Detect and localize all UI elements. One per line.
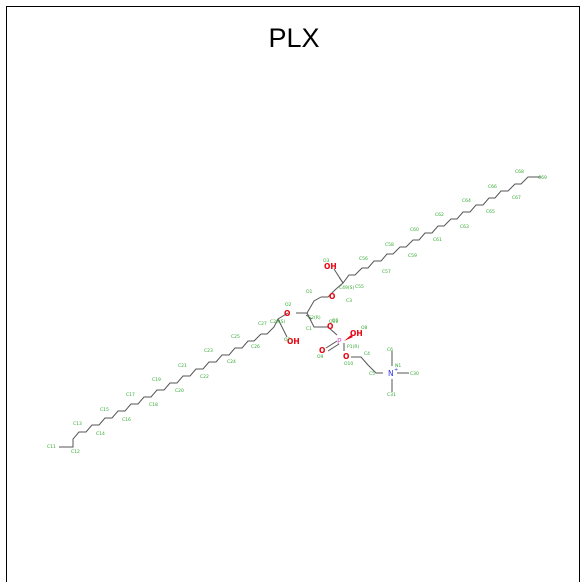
lower-ester-bonds <box>261 312 289 335</box>
atom-label: C66 <box>488 184 497 190</box>
atom-label: C55 <box>355 284 364 290</box>
lower-oh-label: OH <box>287 337 300 346</box>
p-bridge-o-label: O <box>343 352 349 361</box>
atom-label: C58 <box>385 242 394 248</box>
lower-ring-o-label: O <box>284 309 290 318</box>
p-oh-wedge <box>344 335 353 341</box>
lower-chain-bonds <box>59 333 262 448</box>
atom-label: C26 <box>251 344 260 350</box>
atom-label: C4 <box>364 351 370 357</box>
atom-label: C63 <box>460 224 469 230</box>
p-double-o-label: O <box>319 346 325 355</box>
atom-label: C68 <box>515 169 524 175</box>
atom-label: O1 <box>306 289 313 295</box>
atom-label: C65 <box>486 209 495 215</box>
atom-label: C25 <box>231 334 240 340</box>
p-double-bond-a <box>325 340 338 349</box>
atom-label: C64 <box>462 198 471 204</box>
atom-label: C56 <box>359 256 368 262</box>
phosphorus-label: P <box>337 337 342 346</box>
atom-label: O8 <box>361 325 368 331</box>
atom-label: N1 <box>395 363 401 369</box>
atom-label: O10 <box>344 361 353 367</box>
atom-label: O3 <box>323 258 330 264</box>
atom-label: C30 <box>410 371 419 377</box>
atom-label: C16 <box>122 417 131 423</box>
atom-label: C22 <box>200 374 209 380</box>
atom-label: O9 <box>317 354 324 360</box>
atom-label: C11 <box>47 444 56 450</box>
atom-label: C19 <box>152 377 161 383</box>
atom-label: O3 <box>332 318 339 324</box>
glycerol-o-label: O <box>327 322 333 331</box>
atom-label: C3 <box>346 298 352 304</box>
nitrogen-label: N <box>388 369 394 378</box>
atom-label: C59 <box>408 253 417 259</box>
p-double-bond-b <box>327 343 340 352</box>
atom-label: C13 <box>73 421 82 427</box>
hash-bonds <box>277 276 344 326</box>
p-oh-label: OH <box>350 329 363 338</box>
atom-label: C21 <box>178 363 187 369</box>
atom-label: C69 <box>538 175 547 181</box>
atom-label: P1(R) <box>347 344 359 350</box>
atom-label: C18 <box>149 402 158 408</box>
atom-label: C57 <box>382 269 391 275</box>
atom-label: C17 <box>126 392 135 398</box>
atom-label: O2 <box>285 302 292 308</box>
atom-label: C2(R) <box>308 315 321 321</box>
bonds <box>59 176 541 448</box>
atom-label: C61 <box>433 237 442 243</box>
upper-ring-o-label: O <box>329 292 335 301</box>
glycerol-labels: O1 C2(R) C1 O3 O2 <box>285 289 339 332</box>
structure-frame: PLX <box>6 6 580 582</box>
atom-label: C28(S) <box>270 319 285 325</box>
atom-label: C15 <box>100 407 109 413</box>
glycerol-bonds <box>306 296 328 328</box>
atom-label: C27 <box>258 321 267 327</box>
atom-label: C1 <box>306 326 312 332</box>
lower-chain-labels: C28(S) O7 C27 C26 C25 C24 C23 C22 C21 C2… <box>47 319 291 455</box>
phosphate-labels: P1(R) O8 O9 O10 O11 C4 C5 C6 C30 C31 N1 <box>317 319 419 398</box>
atom-label: C23 <box>204 348 213 354</box>
molecule-title: PLX <box>268 23 320 53</box>
atom-label: C12 <box>71 449 80 455</box>
atom-label: C5 <box>369 371 375 377</box>
atom-label: C60 <box>410 227 419 233</box>
atom-label: C20 <box>175 388 184 394</box>
atom-label: C14 <box>96 431 105 437</box>
molecule-diagram: OH O O OH O P OH O O N + C69 C68 C67 C66… <box>47 169 547 455</box>
upper-chain-bonds <box>321 176 541 298</box>
upper-oh-label: OH <box>324 262 337 271</box>
choline-bonds <box>351 356 383 374</box>
atom-label: O7 <box>284 337 291 343</box>
atom-label: C24 <box>227 359 236 365</box>
upper-chain-labels: C69 C68 C67 C66 C65 C64 C63 C62 C61 C60 … <box>323 169 547 304</box>
atom-label: C67 <box>512 195 521 201</box>
p-bridge-bond-1 <box>327 326 338 336</box>
atom-label: C6 <box>387 347 393 353</box>
atom-label: C62 <box>435 212 444 218</box>
atom-label: C49(S) <box>339 285 354 291</box>
atom-label: C31 <box>387 392 396 398</box>
nitrogen-charge: + <box>394 367 398 373</box>
atom-label: O11 <box>329 319 338 325</box>
